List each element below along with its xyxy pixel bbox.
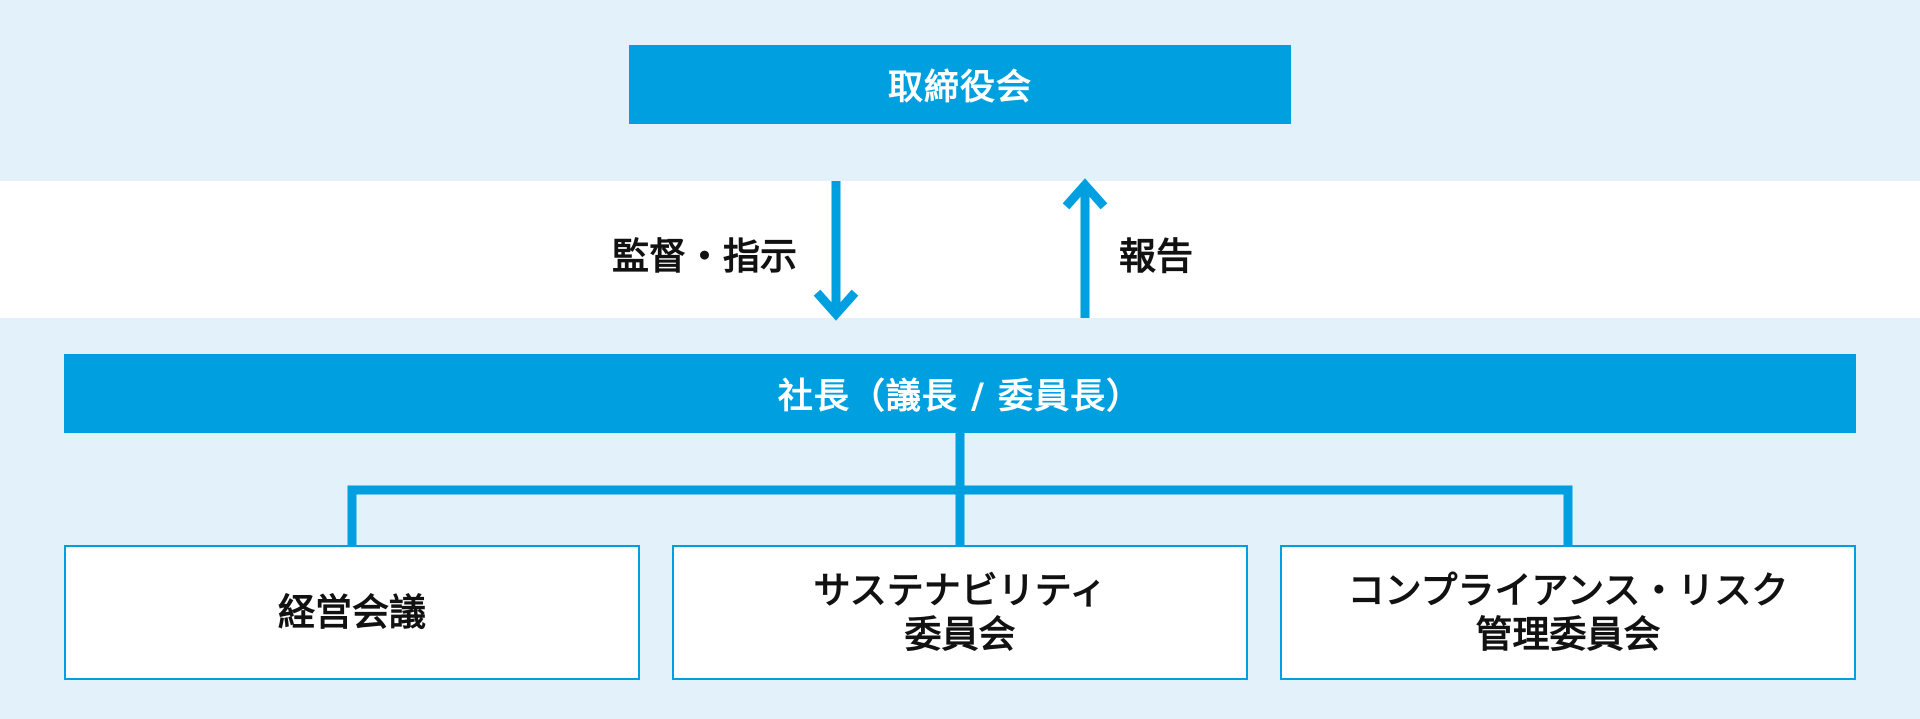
- board-title: 取締役会: [887, 68, 1032, 108]
- down-arrow-head: [813, 289, 859, 321]
- committee-line2: 管理委員会: [1475, 612, 1661, 656]
- tree-branch-line: [347, 485, 1573, 545]
- committee-line1: コンプライアンス・リスク: [1347, 568, 1789, 612]
- committee-line2: 委員会: [904, 612, 1016, 656]
- committee-line1: 経営会議: [278, 590, 426, 634]
- committee-line1: サステナビリティ: [813, 568, 1107, 612]
- supervision-direction-label: 監督・指示: [612, 235, 797, 278]
- sustainability-committee-box: サステナビリティ 委員会: [672, 545, 1248, 680]
- president-title: 社長（議長 / 委員長）: [777, 377, 1143, 417]
- board-of-directors-box: 取締役会: [629, 45, 1291, 124]
- compliance-risk-committee-box: コンプライアンス・リスク 管理委員会: [1280, 545, 1856, 680]
- up-arrow-head: [1062, 178, 1108, 210]
- report-label: 報告: [1119, 235, 1193, 278]
- management-meeting-box: 経営会議: [64, 545, 640, 680]
- president-box: 社長（議長 / 委員長）: [64, 354, 1856, 433]
